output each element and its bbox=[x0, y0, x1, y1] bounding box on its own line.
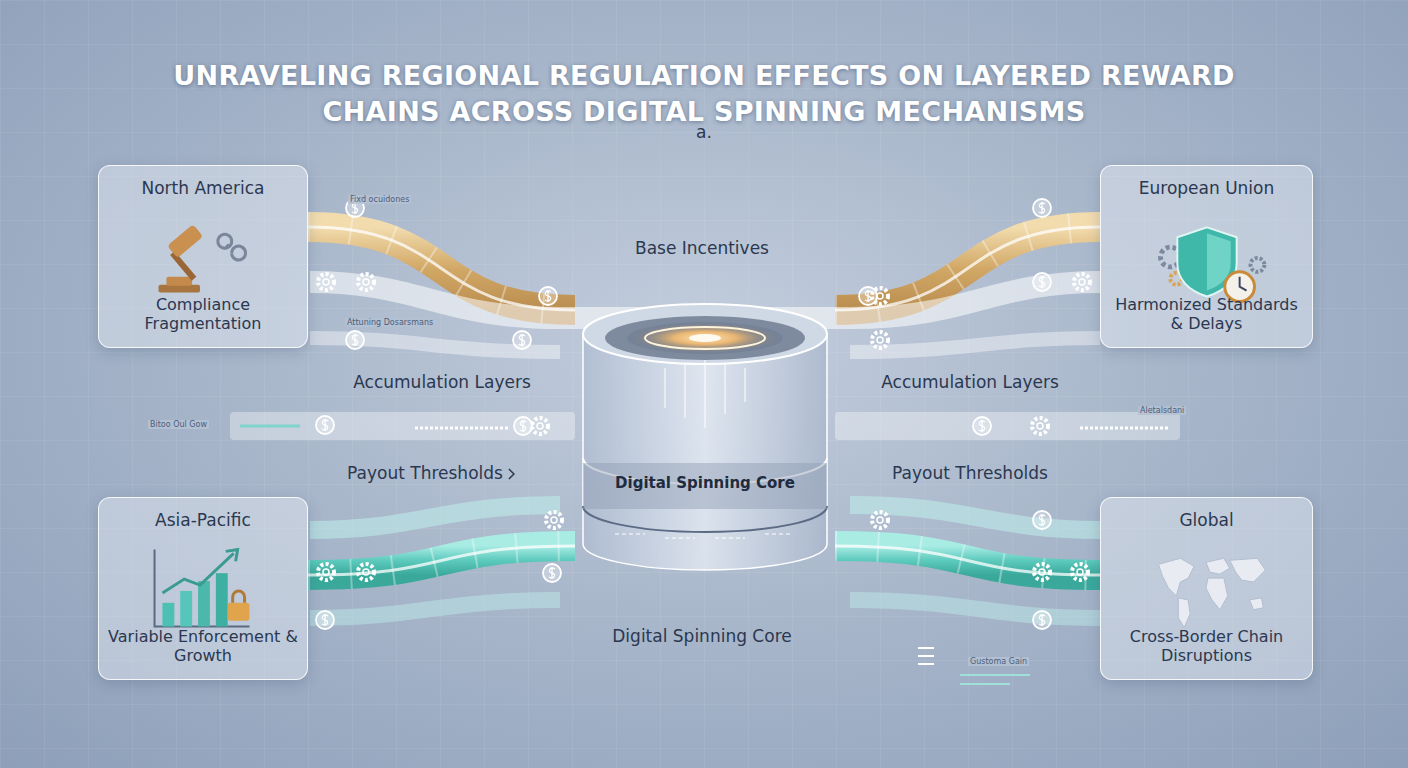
minor-label: Bitoo Oul Gow bbox=[148, 420, 209, 429]
gear-icon bbox=[1072, 564, 1088, 580]
node-heading: Asia-Pacific bbox=[99, 510, 307, 530]
gear-icon bbox=[872, 288, 888, 304]
section-label: Accumulation Layers bbox=[353, 372, 531, 392]
gear-icon bbox=[1034, 564, 1050, 580]
coin-icon bbox=[973, 417, 991, 435]
coin-icon bbox=[1033, 199, 1051, 217]
region-panel: Asia-PacificVariable Enforcement & Growt… bbox=[98, 497, 308, 680]
cylinder-core bbox=[575, 298, 835, 576]
teal-band-connector bbox=[835, 546, 1100, 575]
gear-icon bbox=[872, 512, 888, 528]
coin-icon bbox=[539, 287, 557, 305]
coin-icon bbox=[543, 564, 561, 582]
chevron bbox=[509, 469, 514, 479]
diagram-title: UNRAVELING REGIONAL REGULATION EFFECTS O… bbox=[150, 58, 1258, 130]
coin-icon bbox=[513, 331, 531, 349]
gear-icon bbox=[318, 274, 334, 290]
section-label: a. bbox=[696, 122, 712, 142]
minor-label: Aletalsdani bbox=[1138, 406, 1186, 415]
coin-icon bbox=[1033, 611, 1051, 629]
node-body: Variable Enforcement & Growth bbox=[99, 627, 307, 665]
core-cylinder: Digital Spinning Core bbox=[575, 298, 835, 576]
section-label: Accumulation Layers bbox=[881, 372, 1059, 392]
minor-label: Attuning Dosarsmans bbox=[345, 318, 435, 327]
coin-icon bbox=[346, 331, 364, 349]
node-heading: European Union bbox=[1101, 178, 1312, 198]
section-label: Base Incentives bbox=[635, 238, 769, 258]
gear-icon bbox=[1074, 274, 1090, 290]
coin-icon bbox=[1033, 273, 1051, 291]
node-body: Harmonized Standards & Delays bbox=[1101, 295, 1312, 333]
node-heading: North America bbox=[99, 178, 307, 198]
gear-icon bbox=[358, 564, 374, 580]
coin-icon bbox=[1033, 511, 1051, 529]
coin-icon bbox=[316, 416, 334, 434]
gear-icon bbox=[358, 274, 374, 290]
section-label: Payout Thresholds bbox=[347, 463, 503, 483]
section-label: Digital Spinning Core bbox=[612, 626, 791, 646]
gear-icon bbox=[546, 512, 562, 528]
node-body: Cross-Border Chain Disruptions bbox=[1101, 627, 1312, 665]
node-heading: Global bbox=[1101, 510, 1312, 530]
teal-band-connector bbox=[308, 546, 575, 575]
coin-icon bbox=[514, 417, 532, 435]
section-label: Payout Thresholds bbox=[892, 463, 1048, 483]
gear-icon bbox=[318, 564, 334, 580]
region-panel: GlobalCross-Border Chain Disruptions bbox=[1100, 497, 1313, 680]
region-panel: European UnionHarmonized Standards & Del… bbox=[1100, 165, 1313, 348]
gear-icon bbox=[532, 418, 548, 434]
coin-icon bbox=[316, 611, 334, 629]
node-body: Compliance Fragmentation bbox=[99, 295, 307, 333]
node-heading: Digital Spinning Core bbox=[575, 474, 835, 492]
gear-icon bbox=[1032, 418, 1048, 434]
minor-label: Gustoma Gain bbox=[968, 657, 1029, 666]
minor-label: Fixd ocuidones bbox=[348, 195, 411, 204]
region-panel: North AmericaCompliance Fragmentation bbox=[98, 165, 308, 348]
gear-icon bbox=[872, 332, 888, 348]
